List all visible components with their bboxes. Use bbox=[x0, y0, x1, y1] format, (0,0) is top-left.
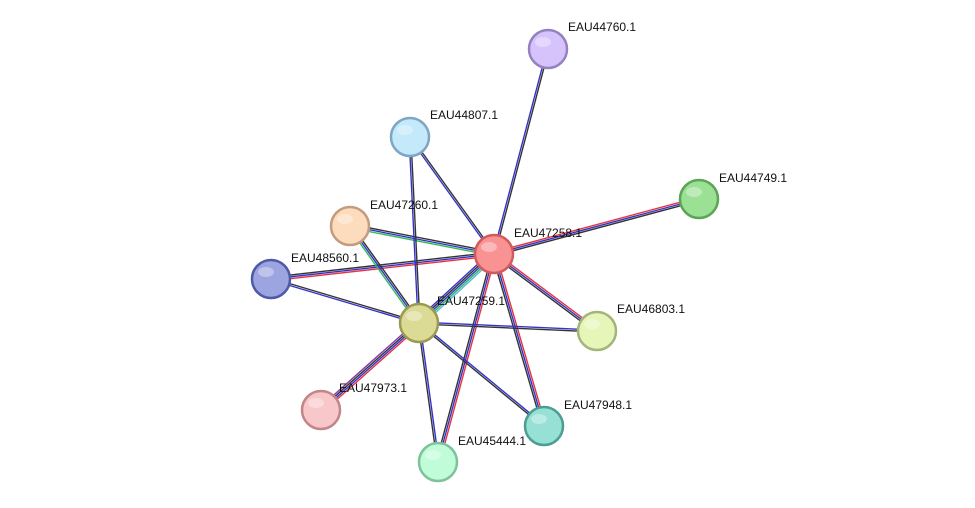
edge-EAU47259-EAU47973[interactable] bbox=[318, 320, 422, 413]
edge-channel bbox=[419, 322, 440, 462]
edge-channel bbox=[493, 198, 700, 255]
edge-channel bbox=[417, 323, 544, 428]
node-EAU44749[interactable]: EAU44749.1 bbox=[678, 171, 787, 220]
edge-channel bbox=[270, 253, 495, 280]
node-highlight bbox=[258, 267, 274, 277]
edge-EAU47259-EAU48560[interactable] bbox=[270, 277, 420, 325]
node-highlight bbox=[406, 311, 422, 321]
edge-EAU47258-EAU45444[interactable] bbox=[435, 253, 497, 463]
edge-channel bbox=[350, 223, 495, 253]
edge-EAU47258-EAU46803[interactable] bbox=[492, 251, 599, 334]
node-EAU47260[interactable]: EAU47260.1 bbox=[329, 198, 438, 247]
edge-EAU47258-EAU47948[interactable] bbox=[491, 253, 547, 427]
edge-channel bbox=[491, 254, 543, 427]
edge-channel bbox=[270, 251, 494, 278]
node-highlight bbox=[686, 187, 702, 197]
edge-channel bbox=[439, 254, 497, 463]
node-circle bbox=[398, 302, 440, 344]
node-circle bbox=[576, 310, 618, 352]
node-circle bbox=[523, 405, 565, 447]
node-highlight bbox=[531, 414, 547, 424]
edge-channel bbox=[494, 251, 599, 331]
edge-channel bbox=[435, 253, 493, 462]
edge-EAU47258-EAU44807[interactable] bbox=[408, 136, 496, 255]
edge-EAU47259-EAU45444[interactable] bbox=[417, 322, 440, 463]
edge-channel bbox=[418, 323, 597, 333]
node-label: EAU45444.1 bbox=[458, 434, 526, 448]
edge-channel bbox=[419, 321, 546, 426]
node-highlight bbox=[337, 214, 353, 224]
edge-channel bbox=[408, 137, 494, 255]
edge-channel bbox=[417, 323, 438, 463]
edge-EAU47259-EAU47948[interactable] bbox=[417, 321, 546, 428]
edge-channel bbox=[271, 277, 420, 323]
edge-channel bbox=[349, 227, 494, 257]
node-label: EAU48560.1 bbox=[291, 251, 359, 265]
edge-channel bbox=[419, 321, 598, 331]
node-EAU47973[interactable]: EAU47973.1 bbox=[300, 381, 407, 431]
edge-channel bbox=[270, 279, 419, 325]
node-label: EAU44807.1 bbox=[430, 108, 498, 122]
node-circle bbox=[250, 258, 292, 300]
edge-channel bbox=[349, 225, 495, 255]
node-label: EAU47258.1 bbox=[514, 226, 582, 240]
node-label: EAU47259.1 bbox=[437, 294, 505, 308]
edge-channel bbox=[319, 321, 419, 410]
node-EAU47948[interactable]: EAU47948.1 bbox=[523, 398, 632, 447]
edge-channel bbox=[437, 253, 495, 463]
node-circle bbox=[389, 116, 431, 158]
node-EAU44807[interactable]: EAU44807.1 bbox=[389, 108, 498, 158]
edge-channel bbox=[410, 136, 496, 254]
edge-EAU47258-EAU44749[interactable] bbox=[493, 196, 700, 257]
node-EAU44760[interactable]: EAU44760.1 bbox=[527, 20, 636, 70]
node-highlight bbox=[308, 398, 324, 408]
node-label: EAU47260.1 bbox=[370, 198, 438, 212]
node-EAU46803[interactable]: EAU46803.1 bbox=[576, 302, 685, 352]
edge-channel bbox=[494, 49, 550, 255]
node-label: EAU44749.1 bbox=[719, 171, 787, 185]
node-circle bbox=[329, 205, 371, 247]
edge-channel bbox=[318, 320, 418, 409]
edge-EAU47258-EAU47260[interactable] bbox=[349, 223, 495, 257]
edge-channel bbox=[494, 200, 700, 257]
edge-EAU47258-EAU44760[interactable] bbox=[492, 48, 550, 255]
node-highlight bbox=[425, 450, 441, 460]
node-EAU47259[interactable]: EAU47259.1 bbox=[398, 294, 505, 344]
edge-EAU47259-EAU44807[interactable] bbox=[408, 136, 421, 324]
edge-channel bbox=[408, 137, 419, 324]
node-label: EAU47973.1 bbox=[339, 381, 407, 395]
node-label: EAU44760.1 bbox=[568, 20, 636, 34]
edge-channel bbox=[493, 253, 598, 332]
node-EAU47258[interactable]: EAU47258.1 bbox=[473, 226, 582, 275]
edge-channel bbox=[410, 136, 421, 323]
node-highlight bbox=[481, 242, 497, 252]
node-label: EAU47948.1 bbox=[564, 398, 632, 412]
edge-channel bbox=[493, 196, 699, 253]
edge-channel bbox=[495, 253, 547, 426]
node-label: EAU46803.1 bbox=[617, 302, 685, 316]
node-circle bbox=[473, 233, 515, 275]
node-EAU48560[interactable]: EAU48560.1 bbox=[250, 251, 359, 300]
node-circle bbox=[300, 389, 342, 431]
node-circle bbox=[678, 178, 720, 220]
node-highlight bbox=[397, 125, 413, 135]
edge-channel bbox=[321, 323, 421, 412]
edge-channel bbox=[322, 324, 422, 413]
node-highlight bbox=[584, 319, 600, 329]
edge-channel bbox=[492, 48, 548, 254]
edge-EAU47259-EAU46803[interactable] bbox=[418, 321, 598, 333]
node-circle bbox=[527, 28, 569, 70]
edge-channel bbox=[493, 253, 545, 427]
node-EAU45444[interactable]: EAU45444.1 bbox=[417, 434, 526, 483]
node-circle bbox=[417, 441, 459, 483]
edge-channel bbox=[492, 254, 597, 334]
node-highlight bbox=[535, 37, 551, 47]
